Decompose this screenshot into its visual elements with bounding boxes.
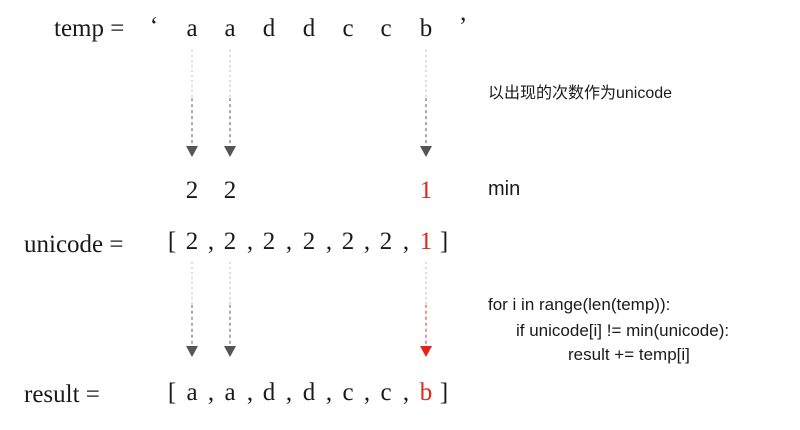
temp-char: b <box>419 15 433 42</box>
temp-label: temp = <box>54 15 125 42</box>
unicode-comma: , <box>363 228 371 255</box>
result-close-bracket: ] <box>439 379 449 406</box>
annotation-text: 以出现的次数作为unicode <box>488 85 673 102</box>
result-comma: , <box>207 379 215 406</box>
arrow-head <box>420 146 432 157</box>
result-label: result = <box>24 381 100 408</box>
unicode-item: 2 <box>379 228 393 255</box>
count-value: 2 <box>185 177 199 204</box>
result-comma: , <box>363 379 371 406</box>
temp-char: c <box>342 15 354 42</box>
result-item: c <box>380 379 392 406</box>
temp-char: a <box>224 15 236 42</box>
temp-char: a <box>186 15 198 42</box>
unicode-comma: , <box>325 228 333 255</box>
result-comma: , <box>325 379 333 406</box>
arrow-head <box>224 346 236 357</box>
count-value: 1 <box>419 177 433 204</box>
arrow-head <box>420 346 432 357</box>
min-label: min <box>488 178 521 200</box>
arrow-head <box>186 346 198 357</box>
count-value: 2 <box>223 177 237 204</box>
unicode-item: 2 <box>302 228 316 255</box>
unicode-label: unicode = <box>24 231 124 258</box>
unicode-item: 2 <box>185 228 199 255</box>
code-line-3: result += temp[i] <box>568 345 690 364</box>
unicode-open-bracket: [ <box>167 228 177 255</box>
unicode-comma: , <box>246 228 254 255</box>
temp-open-quote: ‘ <box>149 13 159 40</box>
result-comma: , <box>246 379 254 406</box>
temp-char: d <box>302 15 316 42</box>
arrow-head <box>224 146 236 157</box>
result-item: a <box>224 379 236 406</box>
unicode-close-bracket: ] <box>439 228 449 255</box>
unicode-comma: , <box>207 228 215 255</box>
temp-char: d <box>262 15 276 42</box>
code-line-1: for i in range(len(temp)): <box>488 295 671 314</box>
result-comma: , <box>402 379 410 406</box>
result-item: c <box>342 379 354 406</box>
unicode-comma: , <box>285 228 293 255</box>
unicode-item: 1 <box>419 228 433 255</box>
result-comma: , <box>285 379 293 406</box>
result-item: b <box>419 379 433 406</box>
result-open-bracket: [ <box>167 379 177 406</box>
result-item: d <box>262 379 276 406</box>
code-line-2: if unicode[i] != min(unicode): <box>516 321 730 340</box>
result-item: a <box>186 379 198 406</box>
unicode-item: 2 <box>262 228 276 255</box>
unicode-comma: , <box>402 228 410 255</box>
arrow-head <box>186 146 198 157</box>
unicode-item: 2 <box>223 228 237 255</box>
result-item: d <box>302 379 316 406</box>
temp-char: c <box>380 15 392 42</box>
temp-close-quote: ’ <box>458 13 468 40</box>
unicode-item: 2 <box>341 228 355 255</box>
